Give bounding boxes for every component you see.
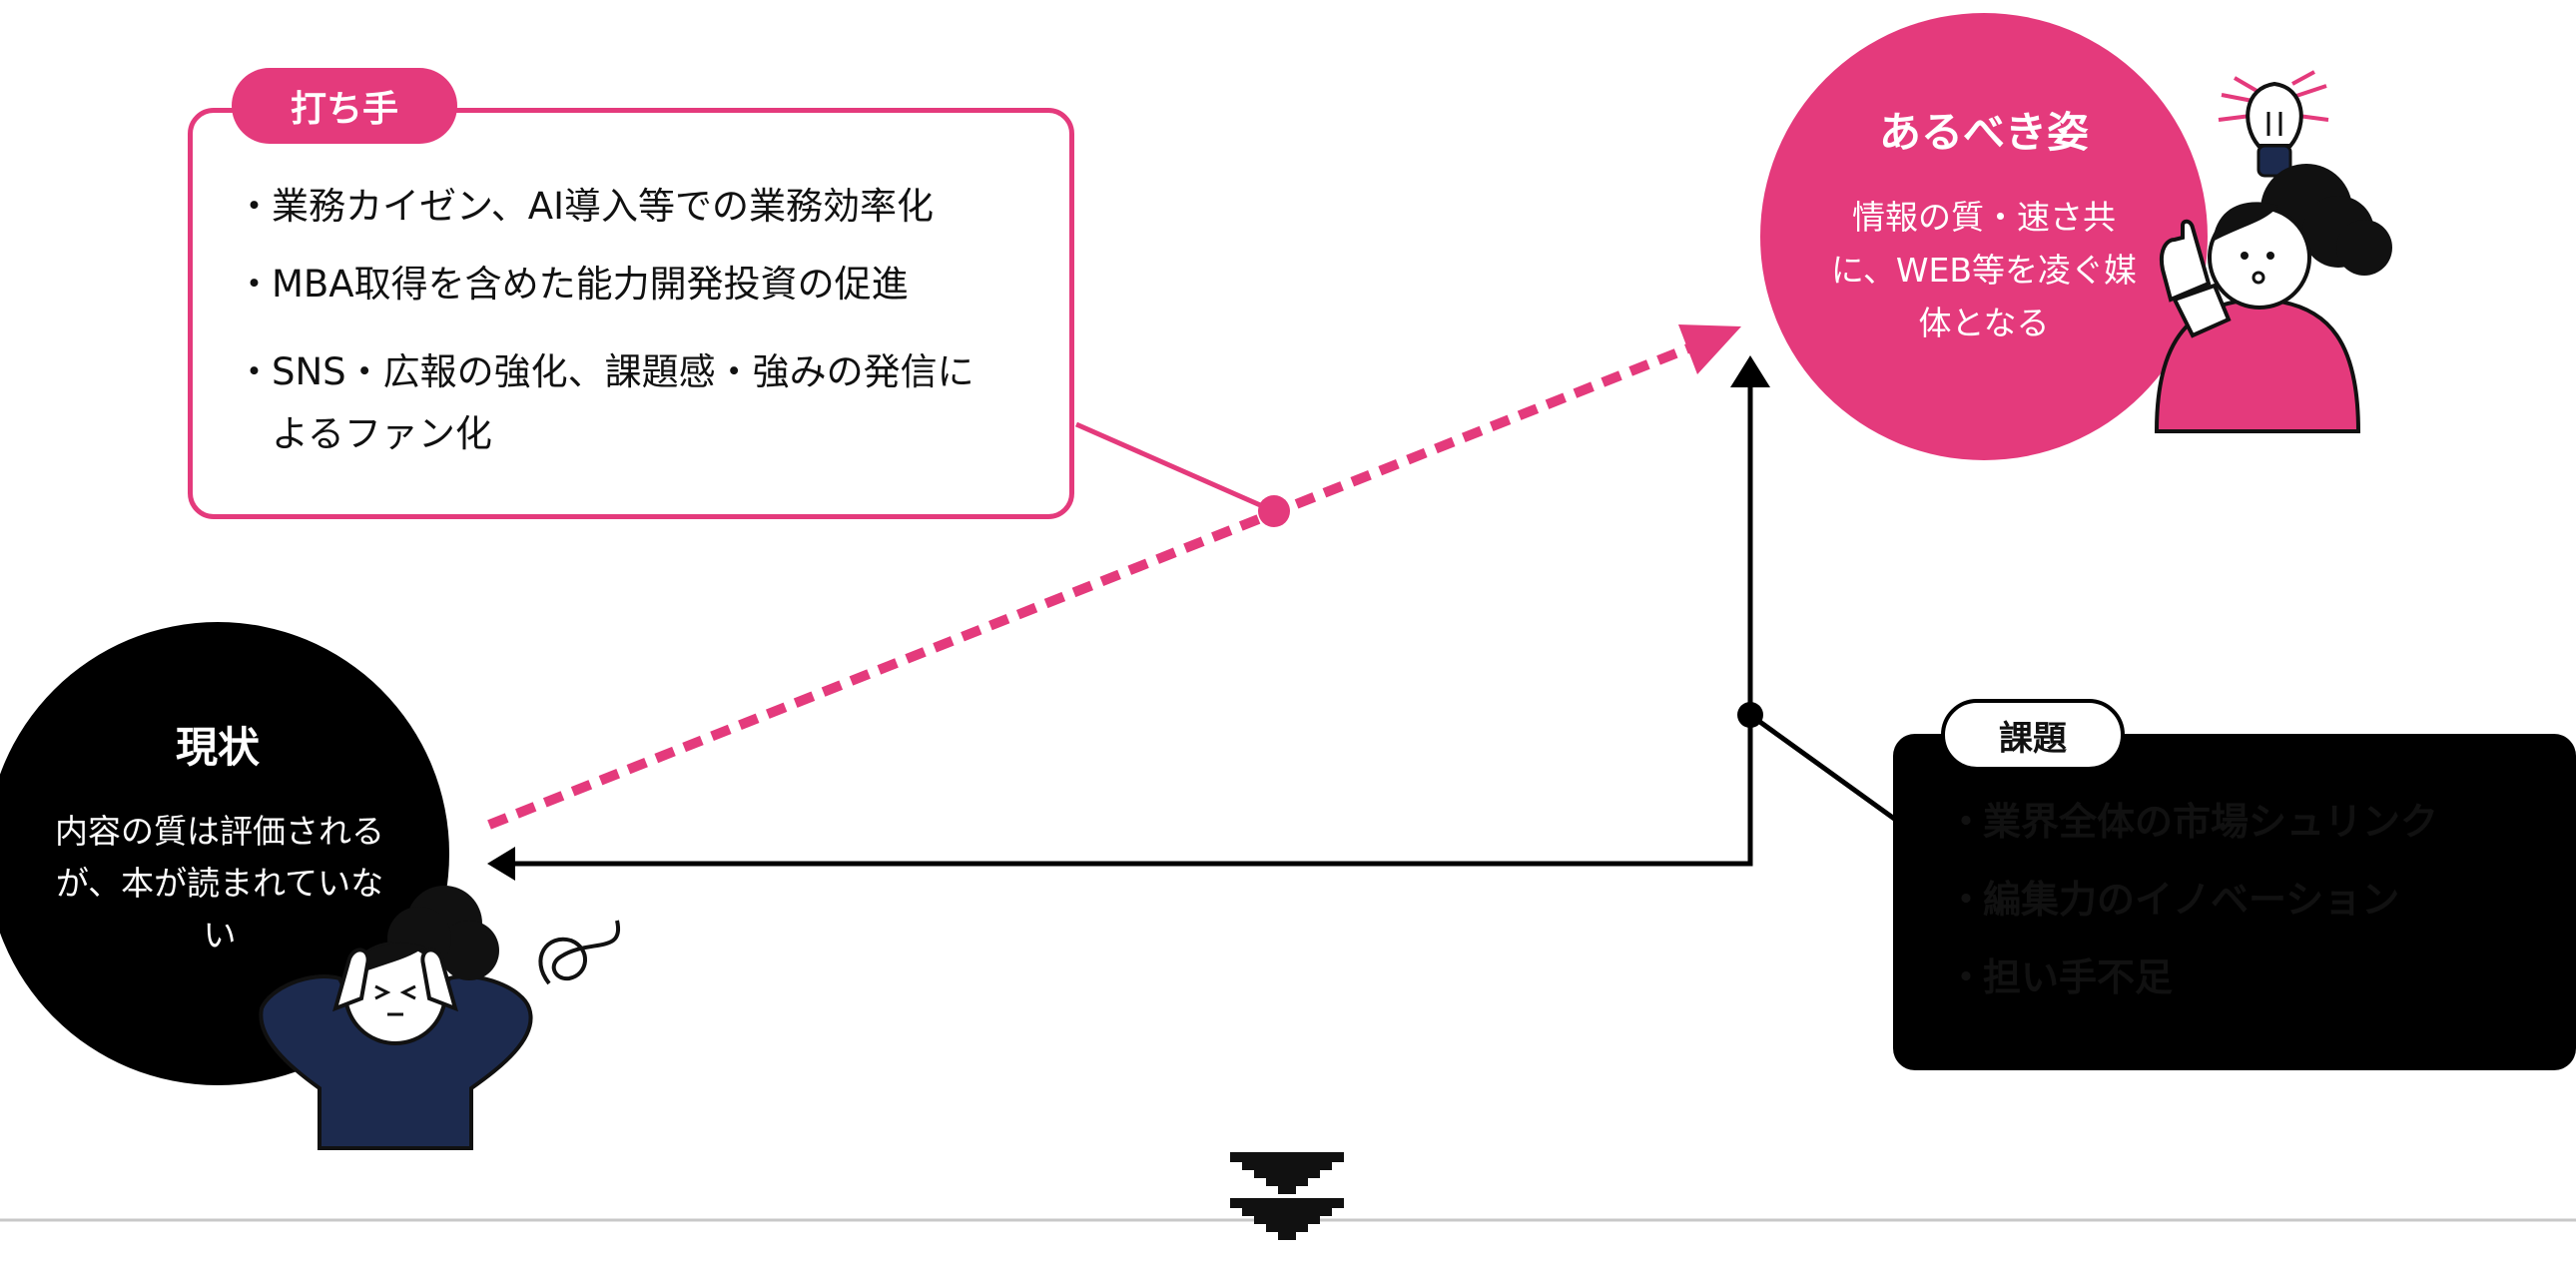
bullet: ・ xyxy=(1947,878,1986,922)
ideal-state-circle: あるべき姿 情報の質・速さ共に、WEB等を凌ぐ媒体となる xyxy=(1760,13,2208,460)
dashed-pink-arrow xyxy=(487,337,1705,830)
current-state-description: 内容の質は評価されるが、本が読まれていない xyxy=(55,812,384,954)
issues-list: ・ 業界全体の市場シュリンク ・ 編集力のイノベーション ・ 担い手不足 xyxy=(1947,794,2546,1027)
issues-item: ・ 編集力のイノベーション xyxy=(1947,872,2546,928)
issues-connector-dot xyxy=(1737,702,1763,728)
tactics-item: ・ SNS・広報の強化、課題感・強みの発信によるファン化 xyxy=(236,341,1054,465)
troubled-person-icon xyxy=(259,886,533,1150)
pink-arrowhead xyxy=(1678,324,1741,374)
bullet: ・ xyxy=(236,350,273,393)
issues-connector-line xyxy=(1748,712,1899,824)
issues-label: 課題 xyxy=(1941,699,2125,771)
issues-item-text: 担い手不足 xyxy=(1983,955,2174,999)
issues-box xyxy=(1893,734,2576,1070)
bullet: ・ xyxy=(1947,955,1986,999)
tactics-item-text: SNS・広報の強化、課題感・強みの発信によるファン化 xyxy=(272,350,974,455)
issues-item: ・ 業界全体の市場シュリンク xyxy=(1947,794,2546,850)
lightbulb-icon xyxy=(2218,70,2329,178)
bullet: ・ xyxy=(236,185,273,228)
black-arrowhead-up xyxy=(1730,355,1770,387)
ideal-state-description: 情報の質・速さ共に、WEB等を凌ぐ媒体となる xyxy=(1830,198,2138,342)
swirl-icon xyxy=(538,920,621,985)
bullet: ・ xyxy=(1947,800,1986,844)
tactics-label: 打ち手 xyxy=(232,68,457,144)
issues-item: ・ 担い手不足 xyxy=(1947,949,2546,1005)
tactics-item-text: 業務カイゼン、AI導入等での業務効率化 xyxy=(272,185,935,228)
ideal-state-title: あるべき姿 xyxy=(1878,108,2089,157)
tactics-item-text: MBA取得を含めた能力開発投資の促進 xyxy=(272,263,909,306)
tactics-item: ・ MBA取得を含めた能力開発投資の促進 xyxy=(236,254,1054,316)
tactics-connector-line xyxy=(1074,421,1276,514)
tactics-connector-dot xyxy=(1258,495,1290,527)
issues-item-text: 業界全体の市場シュリンク xyxy=(1983,800,2439,844)
tactics-item: ・ 業務カイゼン、AI導入等での業務効率化 xyxy=(236,176,1054,238)
black-path-arrow xyxy=(512,385,1753,867)
pointing-person-icon xyxy=(2154,164,2392,433)
black-arrowhead-left xyxy=(487,847,515,881)
bullet: ・ xyxy=(236,263,273,306)
tactics-box xyxy=(188,108,1074,519)
current-state-title: 現状 xyxy=(175,723,260,772)
issues-item-text: 編集力のイノベーション xyxy=(1983,878,2400,922)
tactics-list: ・ 業務カイゼン、AI導入等での業務効率化 ・ MBA取得を含めた能力開発投資の… xyxy=(236,176,1054,481)
